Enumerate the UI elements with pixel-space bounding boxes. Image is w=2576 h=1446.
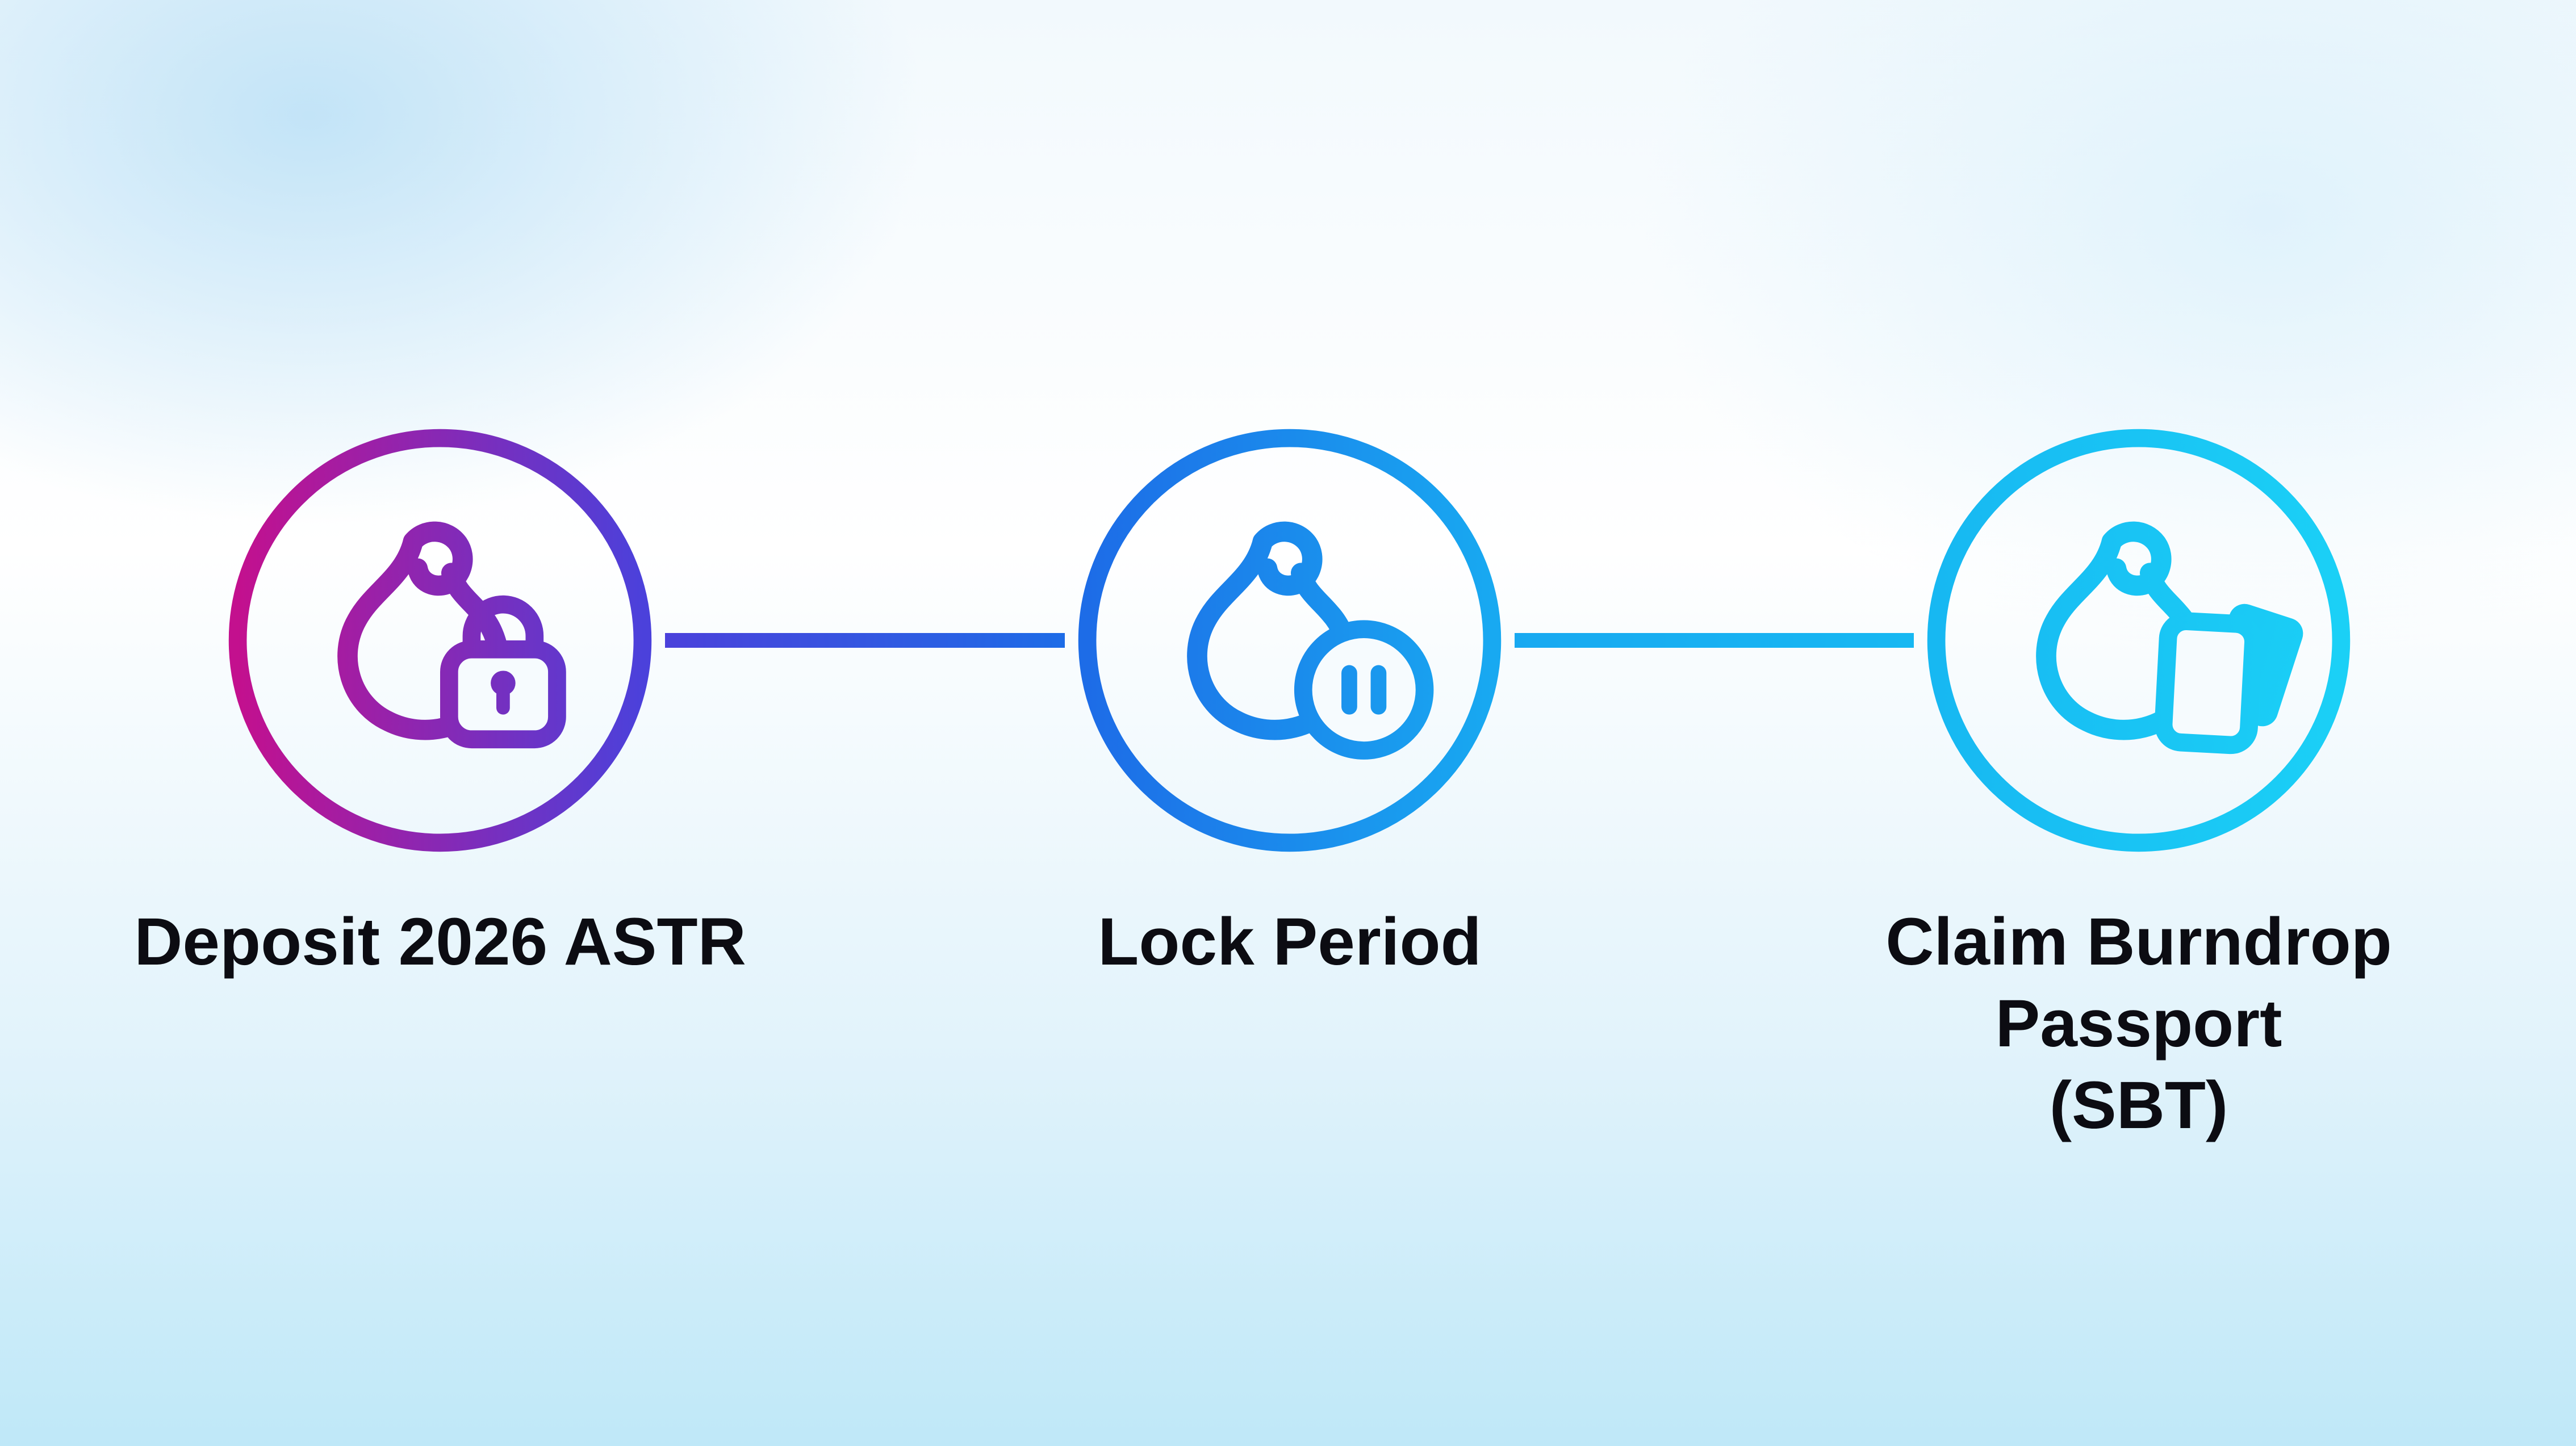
step-label-line: Lock Period — [1098, 904, 1482, 979]
step-label-line: Passport — [1995, 986, 2282, 1061]
step-label-claim-passport: Claim Burndrop Passport (SBT) — [1684, 902, 2576, 1147]
step-ring — [1078, 429, 1502, 852]
step-ring — [1927, 429, 2351, 852]
step-label-lock-period: Lock Period — [835, 902, 1744, 983]
flame-icon — [1187, 521, 1359, 740]
pause-icon — [1294, 620, 1434, 760]
step-ring — [228, 429, 652, 852]
step-label-line: Claim Burndrop — [1885, 904, 2392, 979]
connector-line-1 — [665, 633, 1065, 648]
step-label-line: Deposit 2026 ASTR — [134, 904, 746, 979]
step-circle-deposit — [228, 429, 652, 852]
passport-cards-icon — [2154, 603, 2303, 755]
step-circle-lock-period — [1078, 429, 1502, 852]
step-label-deposit: Deposit 2026 ASTR — [0, 902, 894, 983]
step-circle-claim-passport — [1927, 429, 2351, 852]
connector-line-2 — [1515, 633, 1914, 648]
step-label-line: (SBT) — [2049, 1067, 2228, 1143]
lock-icon — [440, 595, 566, 749]
